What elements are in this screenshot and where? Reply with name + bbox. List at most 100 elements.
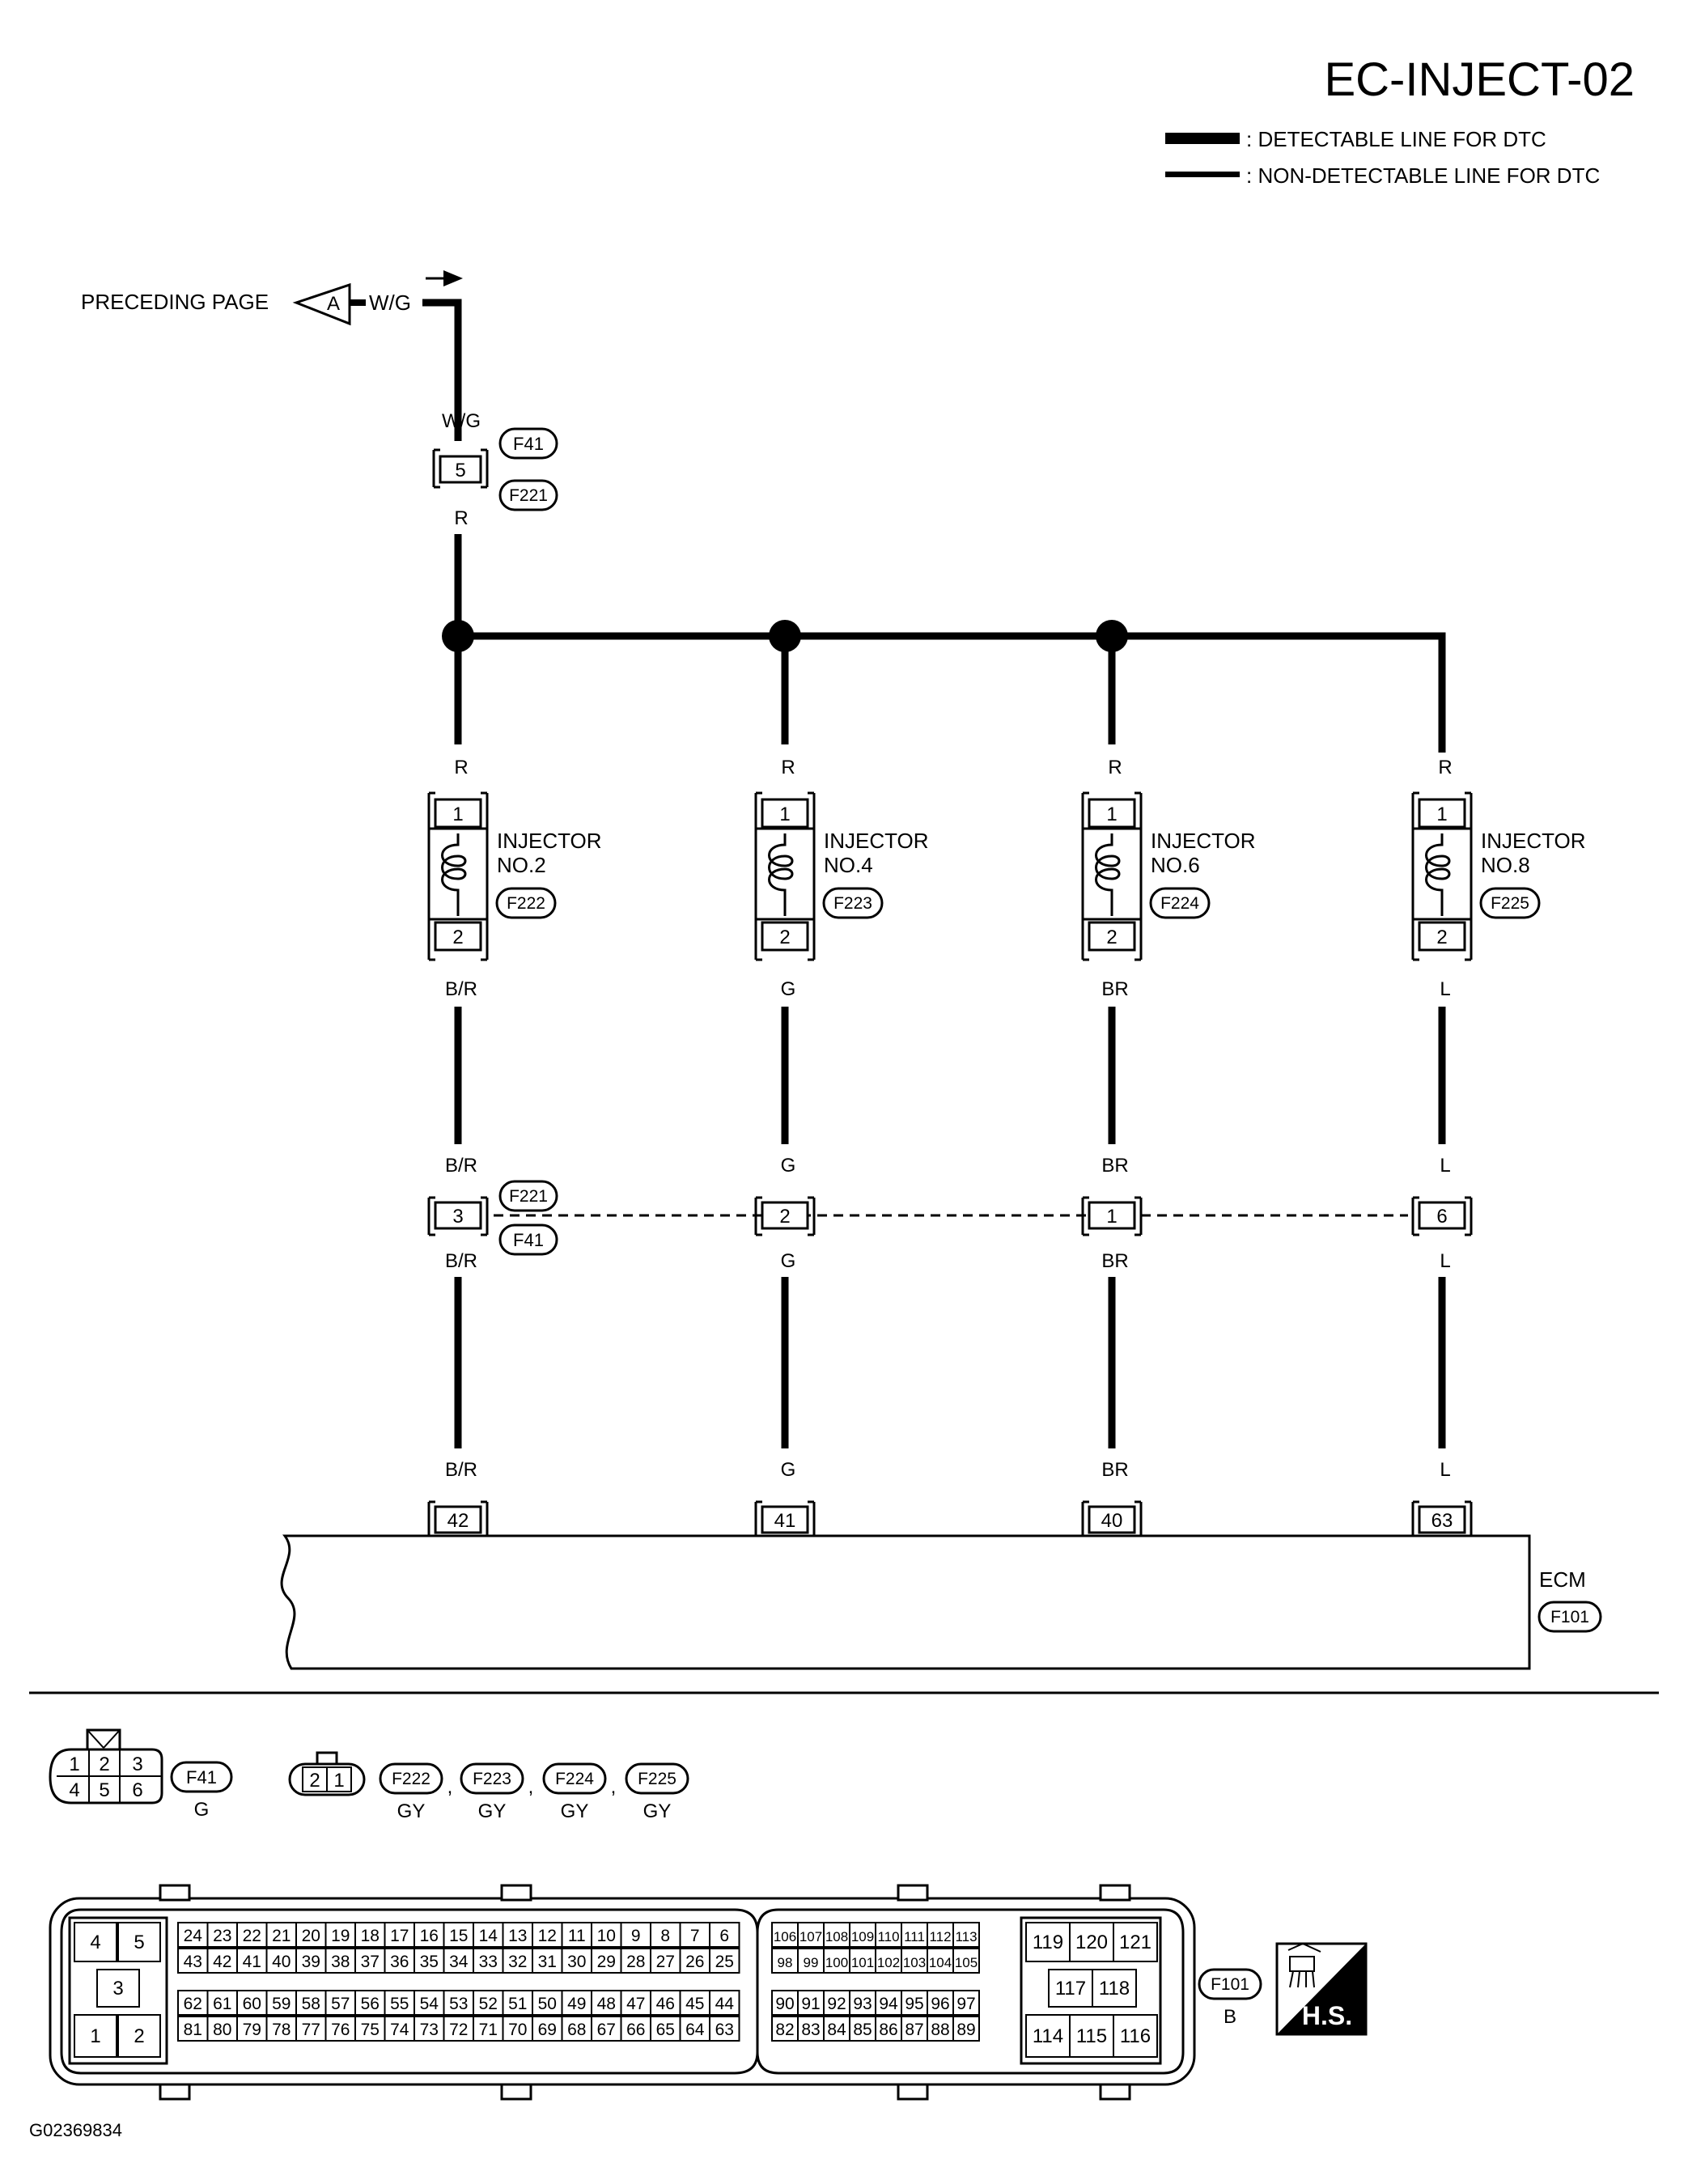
connector-view-injector: 2 1 <box>288 1751 366 1796</box>
pin-number: 110 <box>877 1929 899 1944</box>
pin-number: 30 <box>567 1953 586 1971</box>
f101-color: B <box>1224 2006 1236 2028</box>
pin-number: 14 <box>479 1927 498 1945</box>
separator-comma: , <box>611 1776 617 1798</box>
pin-cell <box>117 2014 161 2058</box>
pin-number: 105 <box>955 1955 978 1970</box>
injector-connector-code: F224 <box>1160 894 1199 913</box>
flow-arrow-head <box>443 270 463 286</box>
svg-text:2: 2 <box>99 1754 109 1775</box>
wire-label-supply: R <box>454 757 468 778</box>
pin-cell <box>849 1922 876 1948</box>
pin-number: 109 <box>851 1929 874 1944</box>
pin-cell <box>620 1922 651 1948</box>
wire-label-jc-bottom: B/R <box>445 1250 477 1272</box>
pin-number: 1 <box>90 2025 100 2047</box>
joint-connector-pin <box>427 1196 489 1236</box>
pin-cell <box>927 2016 954 2042</box>
pin-number: 104 <box>929 1955 952 1970</box>
wire-label-supply: R <box>1438 757 1452 778</box>
pin-cell <box>324 1990 356 2016</box>
pin-cell <box>473 1922 504 1948</box>
ecm-plug-latch-bottom <box>897 2083 929 2101</box>
pin-number: 24 <box>184 1927 203 1945</box>
main-connector-pin: 5 <box>455 460 465 481</box>
pin-number: 89 <box>956 2021 975 2039</box>
pin-number: 27 <box>656 1953 675 1971</box>
pin-cell <box>709 1922 740 1948</box>
pin-cell <box>952 1922 980 1948</box>
pin-number: 49 <box>567 1995 586 2013</box>
pin-number: 81 <box>184 2021 202 2039</box>
pin-number: 120 <box>1075 1932 1108 1953</box>
wire-label-out: B/R <box>445 978 477 1000</box>
pin-number: 50 <box>538 1995 557 2013</box>
injector-number: NO.8 <box>1481 853 1530 877</box>
pin-cell <box>96 1969 140 2008</box>
pin-cell <box>354 2016 386 2042</box>
preceding-wire-color: W/G <box>369 290 411 315</box>
pin-number: 51 <box>508 1995 527 2013</box>
pin-number: 115 <box>1076 2025 1107 2047</box>
wire-label-jc-top: B/R <box>445 1155 477 1177</box>
connector-tag-f41-view: F41 <box>170 1761 233 1793</box>
legend-detectable: : DETECTABLE LINE FOR DTC <box>1246 127 1546 151</box>
splice-2 <box>769 620 801 652</box>
pin-number: 64 <box>685 2021 705 2039</box>
pin-number: 112 <box>929 1929 951 1944</box>
joint-connector-pin <box>1081 1196 1143 1236</box>
injector-pin-bottom: 2 <box>1106 927 1117 948</box>
wire-label-out: G <box>781 978 796 1000</box>
pin-number: 97 <box>956 1995 975 2013</box>
svg-text:F223: F223 <box>473 1770 511 1788</box>
pin-number: 16 <box>420 1927 439 1945</box>
pin-number: 17 <box>390 1927 409 1945</box>
pin-number: 82 <box>775 2021 794 2039</box>
injector-columns: R12INJECTORNO.2F222B/RB/R3B/RB/R42INJ#2R… <box>427 647 1586 1563</box>
pin-cell <box>295 2016 327 2042</box>
pin-number: 38 <box>331 1953 350 1971</box>
pin-cell <box>709 2016 740 2042</box>
pin-cell <box>650 2016 681 2042</box>
wire-label-ecm: G <box>781 1459 796 1481</box>
pin-number: 28 <box>626 1953 645 1971</box>
ecm-body <box>280 1534 1531 1670</box>
pin-cell <box>650 1990 681 2016</box>
legend-non-detectable: : NON-DETECTABLE LINE FOR DTC <box>1246 163 1600 188</box>
pin-cell <box>849 2016 876 2042</box>
pin-number: 8 <box>660 1927 670 1945</box>
ecm-pin <box>1411 1500 1473 1536</box>
pin-number: 41 <box>243 1953 261 1971</box>
ecm-plug-latch-top <box>897 1884 929 1902</box>
pin-number: 6 <box>719 1927 729 1945</box>
pin-number: 54 <box>420 1995 439 2013</box>
connector-tag-f41-top: F41 <box>498 427 558 460</box>
pin-number: 107 <box>799 1929 822 1944</box>
svg-text:F221: F221 <box>509 486 548 505</box>
joint-connector-pin <box>1411 1196 1473 1236</box>
pin-number: 65 <box>656 2021 675 2039</box>
injector-plug-color: GY <box>478 1800 507 1822</box>
pin-cell <box>561 1990 592 2016</box>
pin-number: 13 <box>508 1927 527 1945</box>
pin-number: 87 <box>905 2021 923 2039</box>
pin-number: 42 <box>213 1953 231 1971</box>
preceding-page-marker <box>292 282 351 326</box>
wire-label-jc-bottom: BR <box>1101 1250 1128 1272</box>
pin-number: 46 <box>656 1995 675 2013</box>
pin-number: 74 <box>390 2021 409 2039</box>
pin-number: 85 <box>853 2021 872 2039</box>
pin-number: 94 <box>879 1995 898 2013</box>
pin-number: 75 <box>361 2021 380 2039</box>
pin-number: 71 <box>479 2021 498 2039</box>
ecm-pin <box>1081 1500 1143 1536</box>
injector-connector-tag <box>1479 887 1541 919</box>
ecm-plug-latch-bottom <box>1099 2083 1131 2101</box>
injector-number: NO.2 <box>497 853 546 877</box>
pin-number: 34 <box>449 1953 469 1971</box>
injector-body <box>1081 791 1143 961</box>
joint-connector-pin <box>754 1196 816 1236</box>
svg-text:F101: F101 <box>1211 1975 1249 1994</box>
